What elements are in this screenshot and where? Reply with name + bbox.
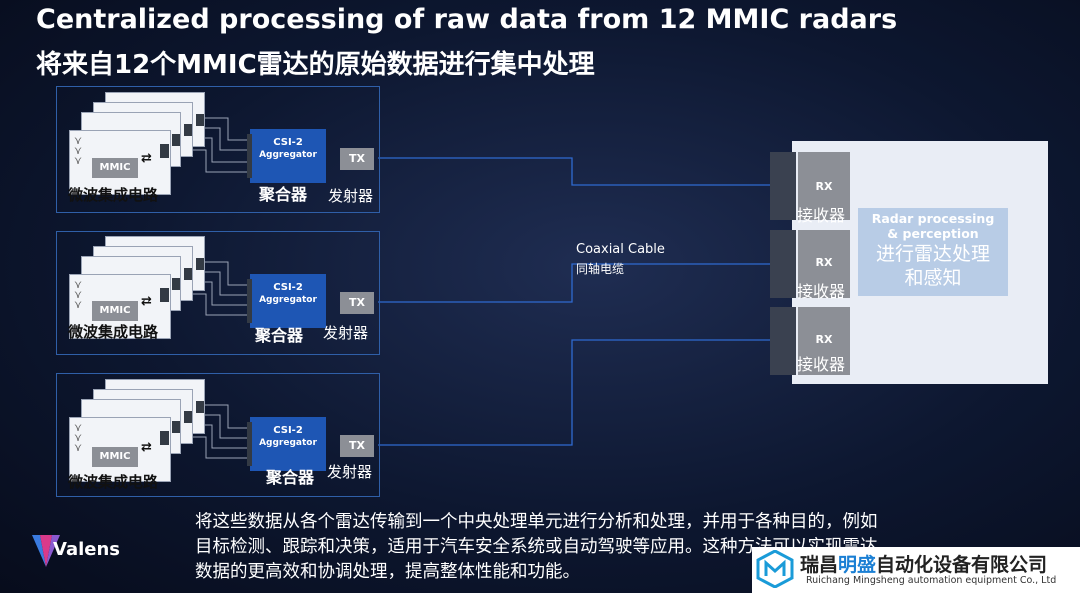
mmic-connector — [196, 258, 204, 270]
mmic-connector — [160, 144, 169, 158]
proc-en-line2: & perception — [887, 226, 979, 241]
radar-processing-block: Radar processing & perception 进行雷达处理 和感知 — [858, 208, 1008, 296]
mmic-chip: MMIC — [92, 301, 138, 321]
title-chinese: 将来自12个MMIC雷达的原始数据进行集中处理 — [36, 50, 595, 80]
proc-cn-line1: 进行雷达处理 — [875, 243, 990, 265]
description-line: 将这些数据从各个雷达传输到一个中央处理单元进行分析和处理，并用于各种目的，例如 — [195, 512, 878, 532]
valens-brand: Valens — [53, 539, 120, 560]
rx-label: RX — [815, 256, 833, 269]
tx-cn-label: 发射器 — [327, 463, 373, 481]
antenna-icon: ⋎⋎⋎ — [74, 134, 83, 167]
mmic-chip: MMIC — [92, 447, 138, 467]
tx-transmitter: TX — [340, 148, 374, 170]
mmic-connector — [160, 288, 169, 302]
aggregator-cn-label: 聚合器 — [266, 468, 315, 487]
bidirectional-arrow-icon: ⇄ — [141, 294, 152, 309]
antenna-icon: ⋎⋎⋎ — [74, 278, 83, 311]
bidirectional-arrow-icon: ⇄ — [141, 440, 152, 455]
radar-group-1 — [56, 86, 380, 213]
tx-cn-label: 发射器 — [328, 187, 374, 205]
description-line: 目标检测、跟踪和决策，适用于汽车安全系统或自动驾驶等应用。这种方法可以实现雷达 — [195, 537, 878, 557]
mmic-connector — [196, 114, 204, 126]
mmic-connector — [184, 268, 192, 280]
rx-label: RX — [815, 333, 833, 346]
mmic-connector — [184, 411, 192, 423]
description-text: 将这些数据从各个雷达传输到一个中央处理单元进行分析和处理，并用于各种目的，例如 … — [195, 510, 878, 585]
aggregator-connector — [247, 279, 252, 323]
rx-cn-label: 接收器 — [797, 355, 846, 374]
radar-group-2 — [56, 231, 380, 355]
company-name-en: Ruichang Mingsheng automation equipment … — [806, 575, 1057, 586]
coaxial-cable-label: Coaxial Cable — [576, 242, 665, 257]
rx-label: RX — [815, 180, 833, 193]
rx-connector — [770, 152, 796, 220]
rx-receiver-2: RX — [798, 230, 850, 298]
mmic-connector — [160, 431, 169, 445]
aggregator-connector — [247, 134, 252, 178]
bidirectional-arrow-icon: ⇄ — [141, 151, 152, 166]
proc-cn-line2: 和感知 — [904, 267, 962, 289]
rx-receiver-1: RX — [798, 152, 850, 220]
description-line: 数据的更高效和协调处理，提高整体性能和功能。 — [195, 562, 580, 582]
rx-connector — [770, 230, 796, 298]
aggregator-cn-label: 聚合器 — [255, 326, 304, 345]
aggregator-cn-label: 聚合器 — [259, 185, 308, 204]
rx-connector — [770, 307, 796, 375]
valens-logo-icon — [32, 535, 60, 567]
tx-cn-label: 发射器 — [323, 324, 369, 342]
proc-en-line1: Radar processing — [871, 211, 995, 226]
mingsheng-logo-icon — [756, 550, 794, 588]
company-watermark — [752, 547, 1080, 593]
tx-transmitter: TX — [340, 435, 374, 457]
antenna-icon: ⋎⋎⋎ — [74, 421, 83, 454]
mmic-cn-label: 微波集成电路 — [68, 323, 159, 341]
mmic-connector — [184, 124, 192, 136]
rx-receiver-3: RX — [798, 307, 850, 375]
coaxial-cable-cn-label: 同轴电缆 — [576, 262, 625, 276]
rx-cn-label: 接收器 — [797, 206, 846, 225]
mmic-cn-label: 微波集成电路 — [68, 186, 159, 204]
mmic-connector — [172, 134, 180, 146]
company-name-cn: 瑞昌明盛自动化设备有限公司 — [800, 554, 1048, 576]
rx-cn-label: 接收器 — [797, 282, 846, 301]
radar-group-3 — [56, 373, 380, 497]
mmic-cn-label: 微波集成电路 — [68, 473, 159, 491]
tx-transmitter: TX — [340, 292, 374, 314]
mmic-connector — [196, 401, 204, 413]
mmic-card-front — [69, 417, 171, 482]
mmic-chip: MMIC — [92, 158, 138, 178]
mmic-connector — [172, 278, 180, 290]
aggregator-connector — [247, 422, 252, 466]
mmic-connector — [172, 421, 180, 433]
title-english: Centralized processing of raw data from … — [36, 4, 898, 35]
